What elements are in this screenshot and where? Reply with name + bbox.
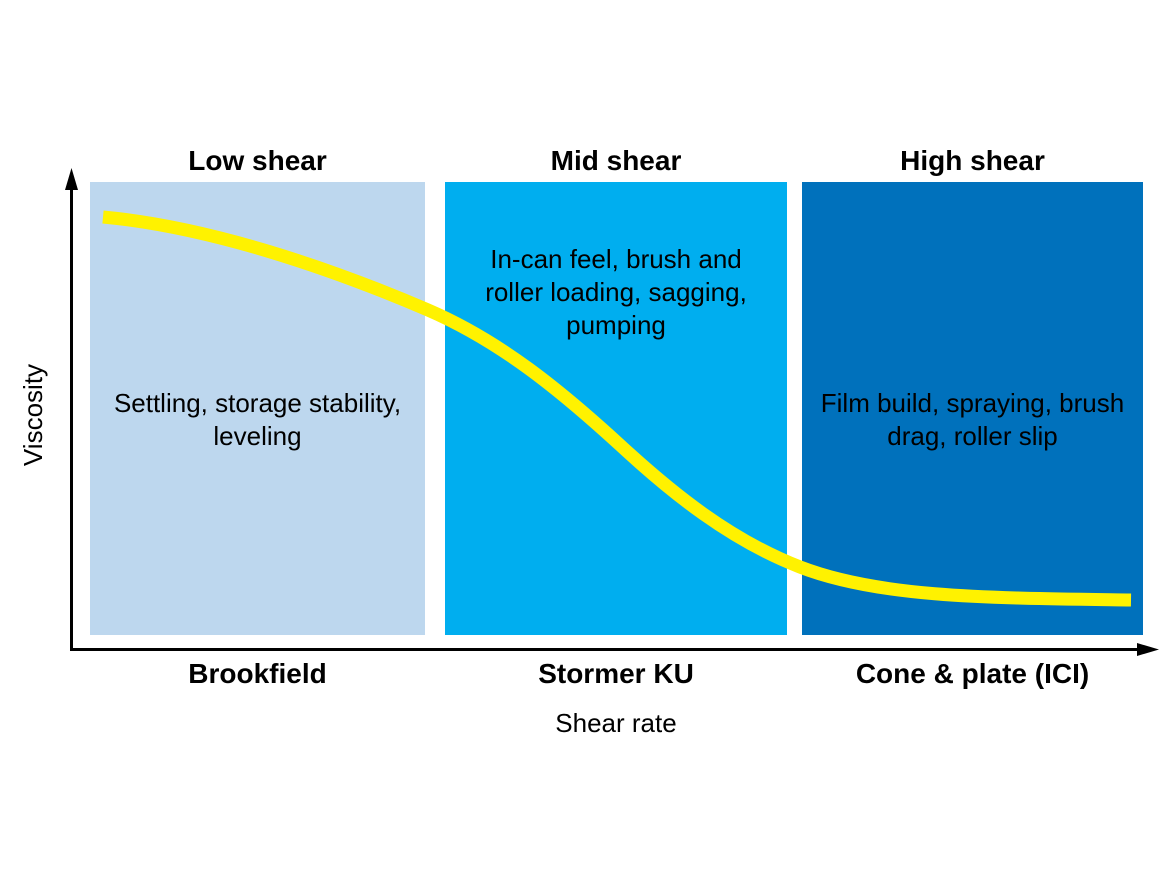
method-label-cone-plate: Cone & plate (ICI) [855,658,1090,689]
region-rect-high-shear [802,182,1143,635]
region-body-mid-shear: In-can feel, brush and roller loading, s… [485,244,747,340]
region-body-low-shear: Settling, storage stability, leveling [113,388,402,451]
x-axis-arrowhead [1137,643,1159,656]
viscosity-curve [102,210,1132,607]
region-header-low-shear: Low shear [188,145,327,176]
method-label-stormer-ku: Stormer KU [538,658,694,689]
method-label-brookfield: Brookfield [188,658,327,689]
region-header-mid-shear: Mid shear [550,145,682,176]
y-axis-title: Viscosity [18,363,48,467]
region-body-high-shear: Film build, spraying, brush drag, roller… [820,388,1125,451]
x-axis-title: Shear rate [555,708,677,738]
region-rect-low-shear [90,182,425,635]
region-rect-mid-shear [445,182,787,635]
region-header-high-shear: High shear [900,145,1045,176]
y-axis-arrowhead [65,168,78,190]
